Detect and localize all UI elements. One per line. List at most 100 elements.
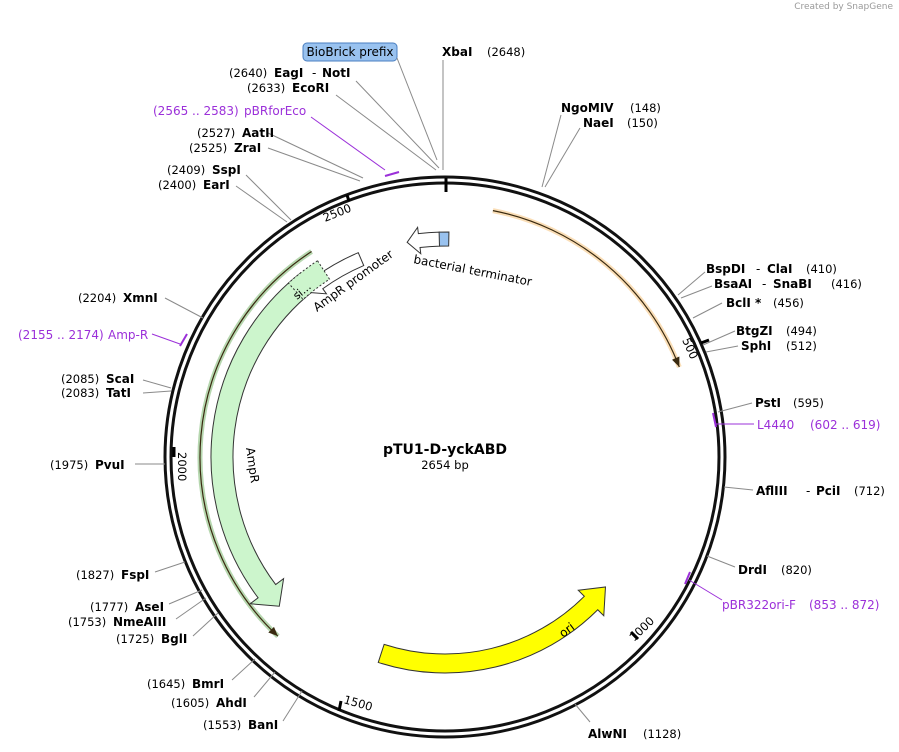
- sspi-leader: [245, 174, 292, 221]
- asei-pos: (1777): [90, 600, 128, 614]
- zrai-leader: [267, 147, 361, 182]
- bani-leader: [282, 690, 303, 722]
- eagi-name: EagI: [274, 66, 303, 80]
- bcli-leader: [692, 302, 723, 319]
- eagi-dash: -: [312, 66, 316, 80]
- ahdi-name: AhdI: [216, 696, 247, 710]
- psti-name: PstI: [755, 396, 781, 410]
- zrai-pos: (2525): [189, 141, 227, 155]
- terminator-box: [438, 231, 450, 247]
- orange-feature-track-head: [672, 356, 680, 368]
- bgli-pos: (1725): [116, 632, 154, 646]
- zrai-name: ZraI: [234, 141, 261, 155]
- ampr-primer-range: (2155 .. 2174): [18, 328, 104, 342]
- pbrforeco-range: (2565 .. 2583): [153, 104, 239, 118]
- xmni-name: XmnI: [123, 291, 158, 305]
- tati-leader: [142, 390, 172, 394]
- l4440-range: (602 .. 619): [810, 418, 880, 432]
- bgli-leader: [192, 612, 219, 637]
- orange-feature-track: [492, 210, 680, 368]
- psti-pos: (595): [793, 396, 824, 410]
- eagi-leader: [355, 80, 440, 169]
- biobrick-leader: [396, 57, 438, 161]
- afliii-name: AflIII: [756, 484, 788, 498]
- aatii-leader: [267, 132, 364, 179]
- pbr322ori-mark: [684, 571, 691, 585]
- sphi-pos: (512): [786, 339, 817, 353]
- ahdi-leader: [253, 671, 276, 698]
- bmri-pos: (1645): [147, 677, 185, 691]
- eari-pos: (2400): [158, 178, 196, 192]
- ngomiv-name: NgoMIV: [561, 101, 614, 115]
- bspdi-dash: -: [756, 262, 760, 276]
- terminator-arrow: [406, 225, 441, 255]
- scai-pos: (2085): [61, 372, 99, 386]
- btgzi-pos: (494): [786, 324, 817, 338]
- ampr-primer-name: Amp-R: [108, 328, 148, 342]
- xbai-pos: (2648): [487, 45, 525, 59]
- ampr-arrow: [210, 271, 316, 607]
- naei-leader: [544, 127, 581, 188]
- pcii-name: PciI: [816, 484, 841, 498]
- ampr-track-head: [268, 626, 278, 637]
- ampr-primer-leader: [151, 333, 181, 345]
- plasmid-length: 2654 bp: [421, 458, 469, 472]
- nmeaiii-name: NmeAIII: [113, 615, 166, 629]
- afliii-pos: (712): [854, 484, 885, 498]
- ecori-name: EcoRI: [292, 81, 329, 95]
- sspi-pos: (2409): [167, 163, 205, 177]
- pvui-name: PvuI: [95, 458, 125, 472]
- tati-name: TatI: [106, 386, 131, 400]
- ampr-label: AmpR: [243, 446, 262, 483]
- bspdi-pos: (410): [806, 262, 837, 276]
- bspdi-leader: [677, 271, 706, 296]
- nmeaiii-pos: (1753): [68, 615, 106, 629]
- signal-peptide-box: [287, 260, 331, 301]
- ahdi-pos: (1605): [171, 696, 209, 710]
- biobrick-label: BioBrick prefix: [306, 45, 393, 59]
- scai-name: ScaI: [106, 372, 134, 386]
- afliii-leader: [723, 486, 754, 491]
- drdi-name: DrdI: [738, 563, 767, 577]
- backbone-outer: [163, 175, 727, 739]
- bmri-name: BmrI: [192, 677, 224, 691]
- sphi-name: SphI: [741, 339, 771, 353]
- bsaai-leader: [680, 285, 713, 299]
- alwni-name: AlwNI: [588, 727, 627, 741]
- scai-leader: [142, 379, 172, 389]
- fspi-name: FspI: [121, 568, 149, 582]
- bani-pos: (1553): [203, 718, 241, 732]
- tati-pos: (2083): [61, 386, 99, 400]
- pbrforeco-mark: [384, 171, 400, 177]
- pbr322ori-name: pBR322ori-F: [722, 598, 796, 612]
- tick-1000: [629, 630, 640, 641]
- alwni-pos: (1128): [643, 727, 681, 741]
- snapgene-credit: Created by SnapGene: [794, 2, 893, 12]
- sphi-leader: [705, 345, 739, 353]
- bcli-pos: (456): [773, 296, 804, 310]
- pbrforeco-name: pBRforEco: [244, 104, 306, 118]
- biobrick-box: [302, 42, 398, 62]
- bsaai-name: BsaAI: [714, 277, 752, 291]
- xbai-name: XbaI: [442, 45, 472, 59]
- tick-label-2000: 2000: [175, 452, 189, 481]
- btgzi-leader: [702, 330, 736, 346]
- xmni-leader: [164, 297, 204, 319]
- eagi-pos: (2640): [229, 66, 267, 80]
- clai-name: ClaI: [767, 262, 792, 276]
- drdi-leader: [706, 555, 736, 568]
- aatii-name: AatII: [242, 126, 274, 140]
- afliii-dash: -: [806, 484, 810, 498]
- ecori-pos: (2633): [247, 81, 285, 95]
- bsaai-dash: -: [762, 277, 766, 291]
- ngomiv-leader: [541, 114, 562, 188]
- bcli-name: BclI *: [726, 296, 762, 310]
- eari-leader: [235, 185, 288, 223]
- l4440-name: L4440: [757, 418, 794, 432]
- psti-leader: [717, 402, 753, 413]
- bani-name: BanI: [248, 718, 278, 732]
- bmri-leader: [231, 658, 256, 681]
- pbr322ori-leader: [688, 579, 723, 601]
- naei-name: NaeI: [583, 116, 614, 130]
- ampr-primer-mark: [179, 333, 188, 347]
